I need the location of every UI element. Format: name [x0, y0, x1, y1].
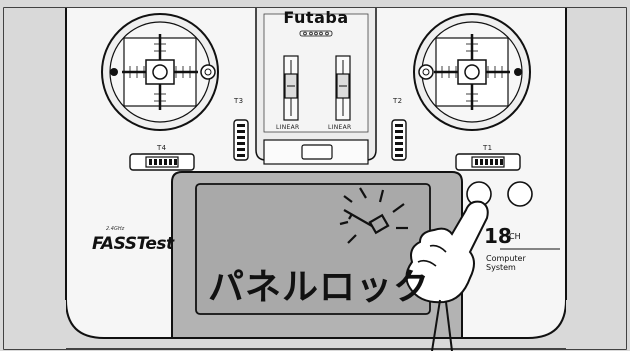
right-linear-lever[interactable] [335, 55, 351, 121]
trim-t2[interactable] [391, 119, 407, 161]
left-linear-label: LINEAR [276, 124, 300, 131]
center-button[interactable] [301, 144, 333, 160]
model-line2: System [486, 263, 516, 272]
right-stick-gimbal[interactable] [413, 13, 531, 131]
model-ch-suffix: CH [509, 232, 521, 241]
trim-t4[interactable] [129, 153, 195, 171]
left-linear-lever[interactable] [283, 55, 299, 121]
right-linear-label: LINEAR [328, 124, 352, 131]
model-system-text: Computer System [486, 254, 546, 272]
trim-t1-label: T1 [483, 144, 493, 152]
model-channels: 18 [484, 224, 512, 248]
key-lock-icon [339, 187, 408, 244]
brand-logo: Futaba [283, 8, 349, 27]
panel-lock-text: パネルロック [208, 267, 431, 308]
pointing-hand-icon [405, 200, 489, 351]
brand-dots [299, 30, 333, 37]
u-menu-button[interactable] [507, 181, 533, 207]
model-line1: Computer [486, 254, 526, 263]
trim-t4-label: T4 [157, 144, 167, 152]
trim-t1[interactable] [455, 153, 521, 171]
trim-t3-label: T3 [234, 97, 244, 105]
fasst-logo: FASSTest [92, 234, 174, 254]
fasst-band-label: 2.4GHz [106, 226, 125, 232]
left-stick-gimbal[interactable] [101, 13, 219, 131]
trim-t3[interactable] [233, 119, 249, 161]
trim-t2-label: T2 [393, 97, 403, 105]
